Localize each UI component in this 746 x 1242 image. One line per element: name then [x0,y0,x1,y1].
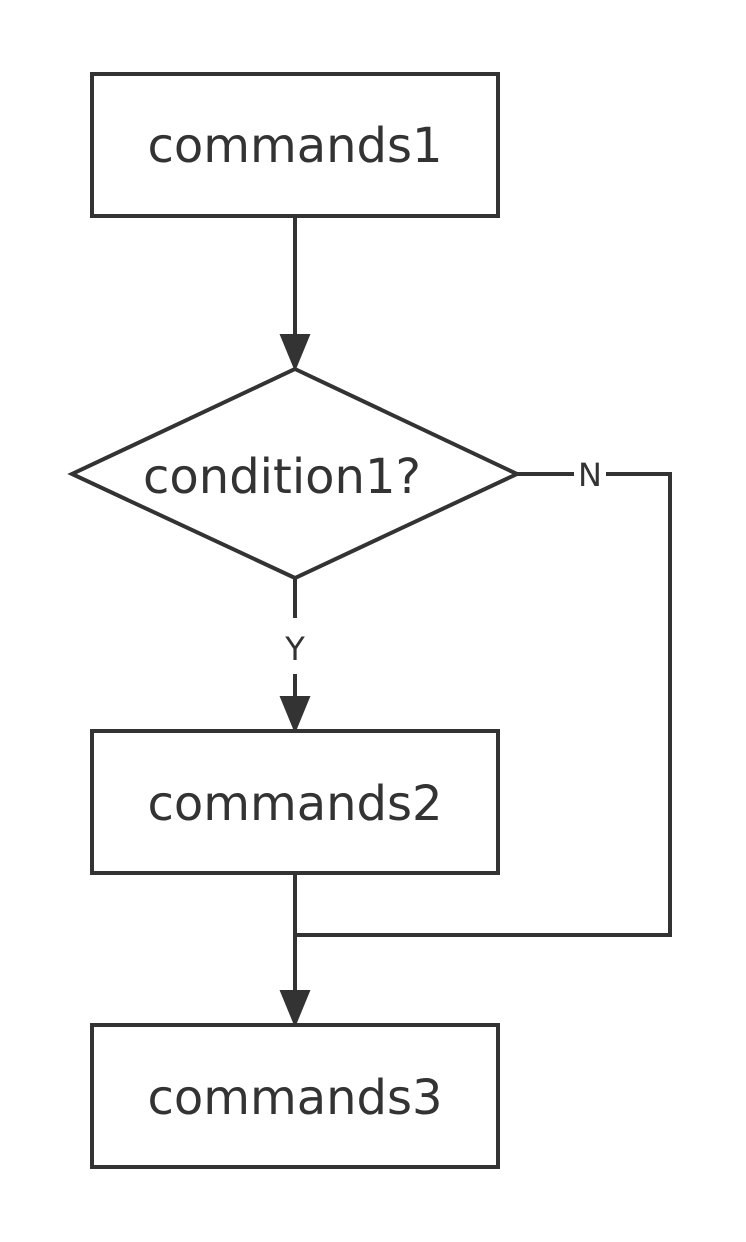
edge-condition1-yes: Y [279,578,311,734]
node-commands2: commands2 [90,729,500,875]
node-condition1: condition1? [67,366,522,581]
edge-commands1-to-condition1 [279,216,311,372]
edge-label-yes: Y [284,630,305,668]
node-label: commands1 [147,118,442,174]
node-label: commands2 [147,776,442,832]
node-label: condition1? [143,449,421,505]
process-box [90,1023,500,1169]
arrowhead [279,990,311,1028]
process-box [90,729,500,875]
arrowhead [279,696,311,734]
process-box [90,72,500,218]
node-label: commands3 [147,1070,442,1126]
node-commands1: commands1 [90,72,500,218]
edge-label-no: N [578,456,602,494]
node-commands3: commands3 [90,1023,500,1169]
edge-commands2-to-commands3 [279,873,311,1028]
arrowhead [279,334,311,372]
decision-diamond [67,366,522,581]
edge-condition1-no: N [295,456,672,937]
